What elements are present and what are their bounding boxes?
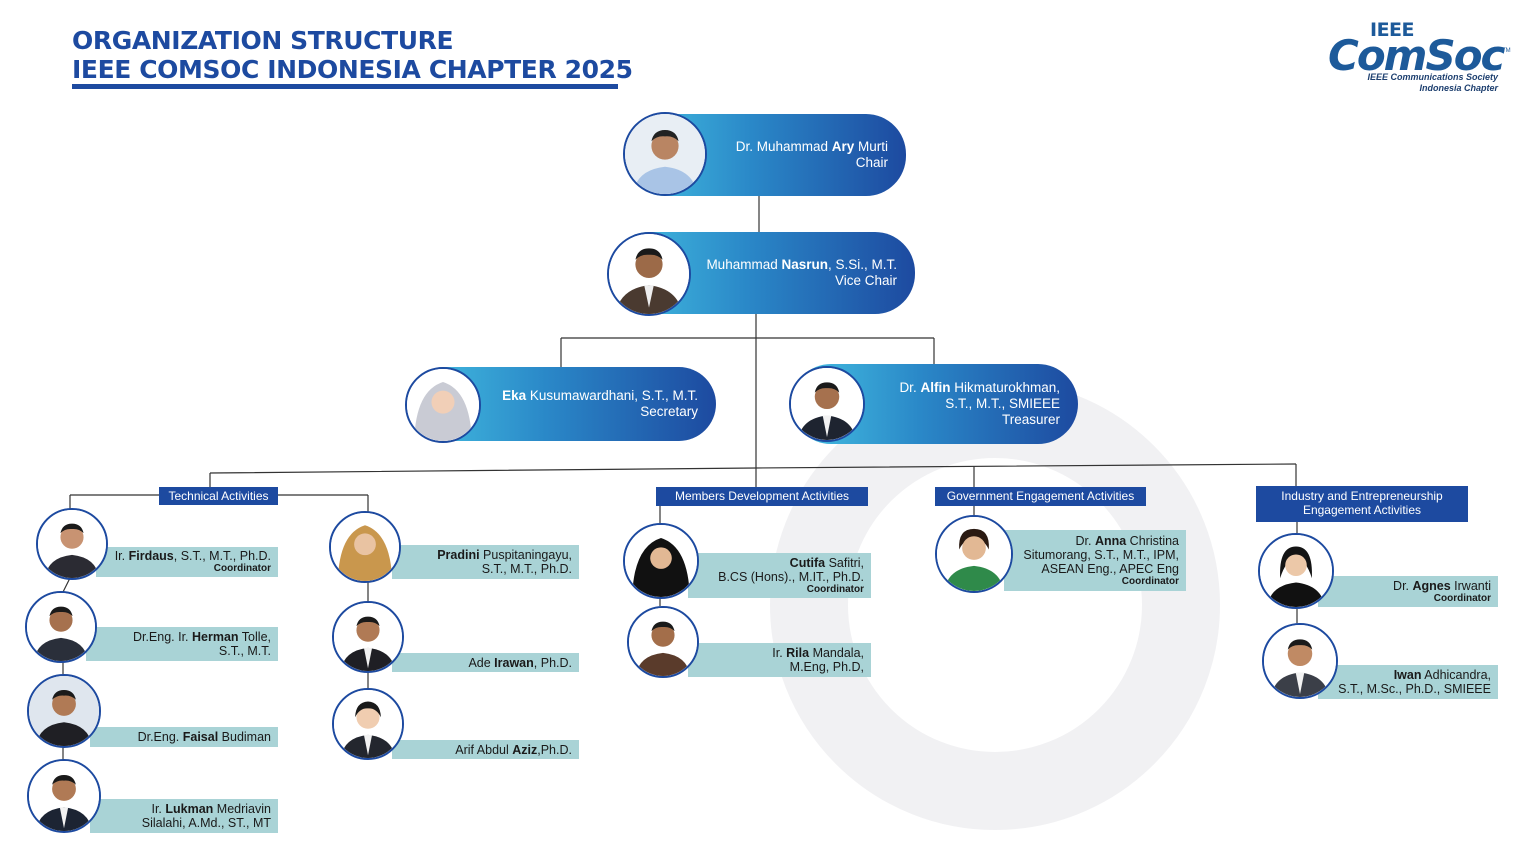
avatar-chair <box>623 112 707 196</box>
line-firdaus-herman <box>62 577 71 593</box>
member-name: Dr. Anna Christina <box>1075 533 1180 548</box>
logo-subtitle-chapter: Indonesia Chapter <box>1419 83 1498 93</box>
page-title: ORGANIZATION STRUCTURE IEEE COMSOC INDON… <box>72 26 633 84</box>
member-name: Dr. Agnes Irwanti <box>1393 578 1491 593</box>
logo-trademark: TM <box>1502 48 1511 54</box>
avatar-rila <box>627 606 699 678</box>
member-credentials: B.CS (Hons)., M.IT., Ph.D. <box>718 569 864 584</box>
avatar-cutifa <box>623 523 699 599</box>
member-credentials: S.T., M.Sc., Ph.D., SMIEEE <box>1338 682 1491 696</box>
secretary-name: Eka Kusumawardhani, S.T., M.T. <box>502 388 698 403</box>
member-card-iwan: Iwan Adhicandra, S.T., M.Sc., Ph.D., SMI… <box>1318 665 1498 699</box>
member-card-arif: Arif Abdul Aziz,Ph.D. <box>392 740 579 759</box>
person-icon <box>407 369 479 441</box>
member-name: Pradini Puspitaningayu, <box>437 548 572 562</box>
member-credentials-2: ASEAN Eng., APEC Eng <box>1041 561 1179 576</box>
dept-industry-entrepreneurship: Industry and Entrepreneurship Engagement… <box>1256 486 1468 522</box>
avatar-pradini <box>329 511 401 583</box>
member-name: Ir. Firdaus, S.T., M.T., Ph.D. <box>114 549 271 563</box>
member-name: Ade Irawan, Ph.D. <box>468 655 572 670</box>
logo-ieee-text: IEEE <box>1370 19 1415 41</box>
person-icon <box>629 608 697 676</box>
member-card-anna: Dr. Anna Christina Situmorang, S.T., M.T… <box>1004 530 1186 591</box>
avatar-arif <box>332 688 404 760</box>
person-icon <box>27 593 95 661</box>
person-icon <box>625 525 697 597</box>
logo-subtitle-society: IEEE Communications Society <box>1367 72 1498 82</box>
chair-role: Chair <box>855 155 888 170</box>
member-credentials: M.Eng, Ph.D, <box>789 660 864 674</box>
line-departments-bar <box>209 463 1297 474</box>
vice-chair-name: Muhammad Nasrun, S.Si., M.T. <box>706 257 897 272</box>
avatar-ade <box>332 601 404 673</box>
title-underline <box>72 84 618 89</box>
member-name: Ir. Rila Mandala, <box>772 646 864 660</box>
treasurer-role: Treasurer <box>1001 412 1060 427</box>
member-card-faisal: Dr.Eng. Faisal Budiman <box>90 727 278 747</box>
title-line-2: IEEE COMSOC INDONESIA CHAPTER 2025 <box>72 55 633 84</box>
member-card-firdaus: Ir. Firdaus, S.T., M.T., Ph.D. Coordinat… <box>96 547 278 577</box>
member-name: Cutifa Safitri, <box>789 555 864 570</box>
member-name: Iwan Adhicandra, <box>1393 668 1491 682</box>
coordinator-label: Coordinator <box>1433 592 1491 604</box>
coordinator-label: Coordinator <box>213 563 271 574</box>
member-card-pradini: Pradini Puspitaningayu, S.T., M.T., Ph.D… <box>392 545 579 579</box>
person-icon <box>29 761 99 831</box>
member-name: Dr.Eng. Faisal Budiman <box>137 730 271 744</box>
person-icon <box>609 234 689 314</box>
dept-members-development: Members Development Activities <box>656 487 868 506</box>
avatar-treasurer <box>789 366 865 442</box>
person-icon <box>29 676 99 746</box>
avatar-anna <box>935 515 1013 593</box>
member-credentials: S.T., M.T., Ph.D. <box>481 562 572 576</box>
person-icon <box>331 513 399 581</box>
member-name: Arif Abdul Aziz,Ph.D. <box>455 742 572 757</box>
member-name: Dr.Eng. Ir. Herman Tolle, <box>132 630 271 644</box>
member-card-lukman: Ir. Lukman Medriavin Silalahi, A.Md., ST… <box>90 799 278 833</box>
person-icon <box>937 517 1011 591</box>
title-line-1: ORGANIZATION STRUCTURE <box>72 26 454 55</box>
member-name: Ir. Lukman Medriavin <box>151 802 271 816</box>
person-icon <box>334 603 402 671</box>
member-credentials: Situmorang, S.T., M.T., IPM, <box>1023 547 1179 562</box>
avatar-faisal <box>27 674 101 748</box>
person-icon <box>1264 625 1336 697</box>
avatar-herman <box>25 591 97 663</box>
dept-government-engagement: Government Engagement Activities <box>935 487 1146 506</box>
member-credentials: Silalahi, A.Md., ST., MT <box>141 816 271 830</box>
member-card-ade: Ade Irawan, Ph.D. <box>392 653 579 672</box>
logo-comsoc-text: ComSoc <box>1328 31 1505 80</box>
person-icon <box>1260 535 1332 607</box>
person-icon <box>334 690 402 758</box>
person-icon <box>791 368 863 440</box>
vice-chair-role: Vice Chair <box>834 273 897 288</box>
dept-technical-activities: Technical Activities <box>159 487 278 505</box>
treasurer-credentials: S.T., M.T., SMIEEE <box>945 396 1060 411</box>
secretary-role: Secretary <box>640 404 698 419</box>
member-card-cutifa: Cutifa Safitri, B.CS (Hons)., M.IT., Ph.… <box>688 553 871 598</box>
chair-name: Dr. Muhammad Ary Murti <box>735 139 888 154</box>
person-icon <box>625 114 705 194</box>
member-credentials: S.T., M.T. <box>218 644 271 658</box>
avatar-secretary <box>405 367 481 443</box>
avatar-lukman <box>27 759 101 833</box>
avatar-firdaus <box>36 508 108 580</box>
member-card-herman: Dr.Eng. Ir. Herman Tolle, S.T., M.T. <box>86 627 278 661</box>
avatar-iwan <box>1262 623 1338 699</box>
person-icon <box>38 510 106 578</box>
avatar-vice-chair <box>607 232 691 316</box>
member-card-agnes: Dr. Agnes Irwanti Coordinator <box>1318 576 1498 607</box>
member-card-rila: Ir. Rila Mandala, M.Eng, Ph.D, <box>688 643 871 677</box>
treasurer-name: Dr. Alfin Hikmaturokhman, <box>899 380 1060 395</box>
coordinator-label: Coordinator <box>1121 575 1179 587</box>
avatar-agnes <box>1258 533 1334 609</box>
ieee-comsoc-logo: IEEE ComSoc TM IEEE Communications Socie… <box>1326 20 1512 96</box>
coordinator-label: Coordinator <box>806 583 864 595</box>
